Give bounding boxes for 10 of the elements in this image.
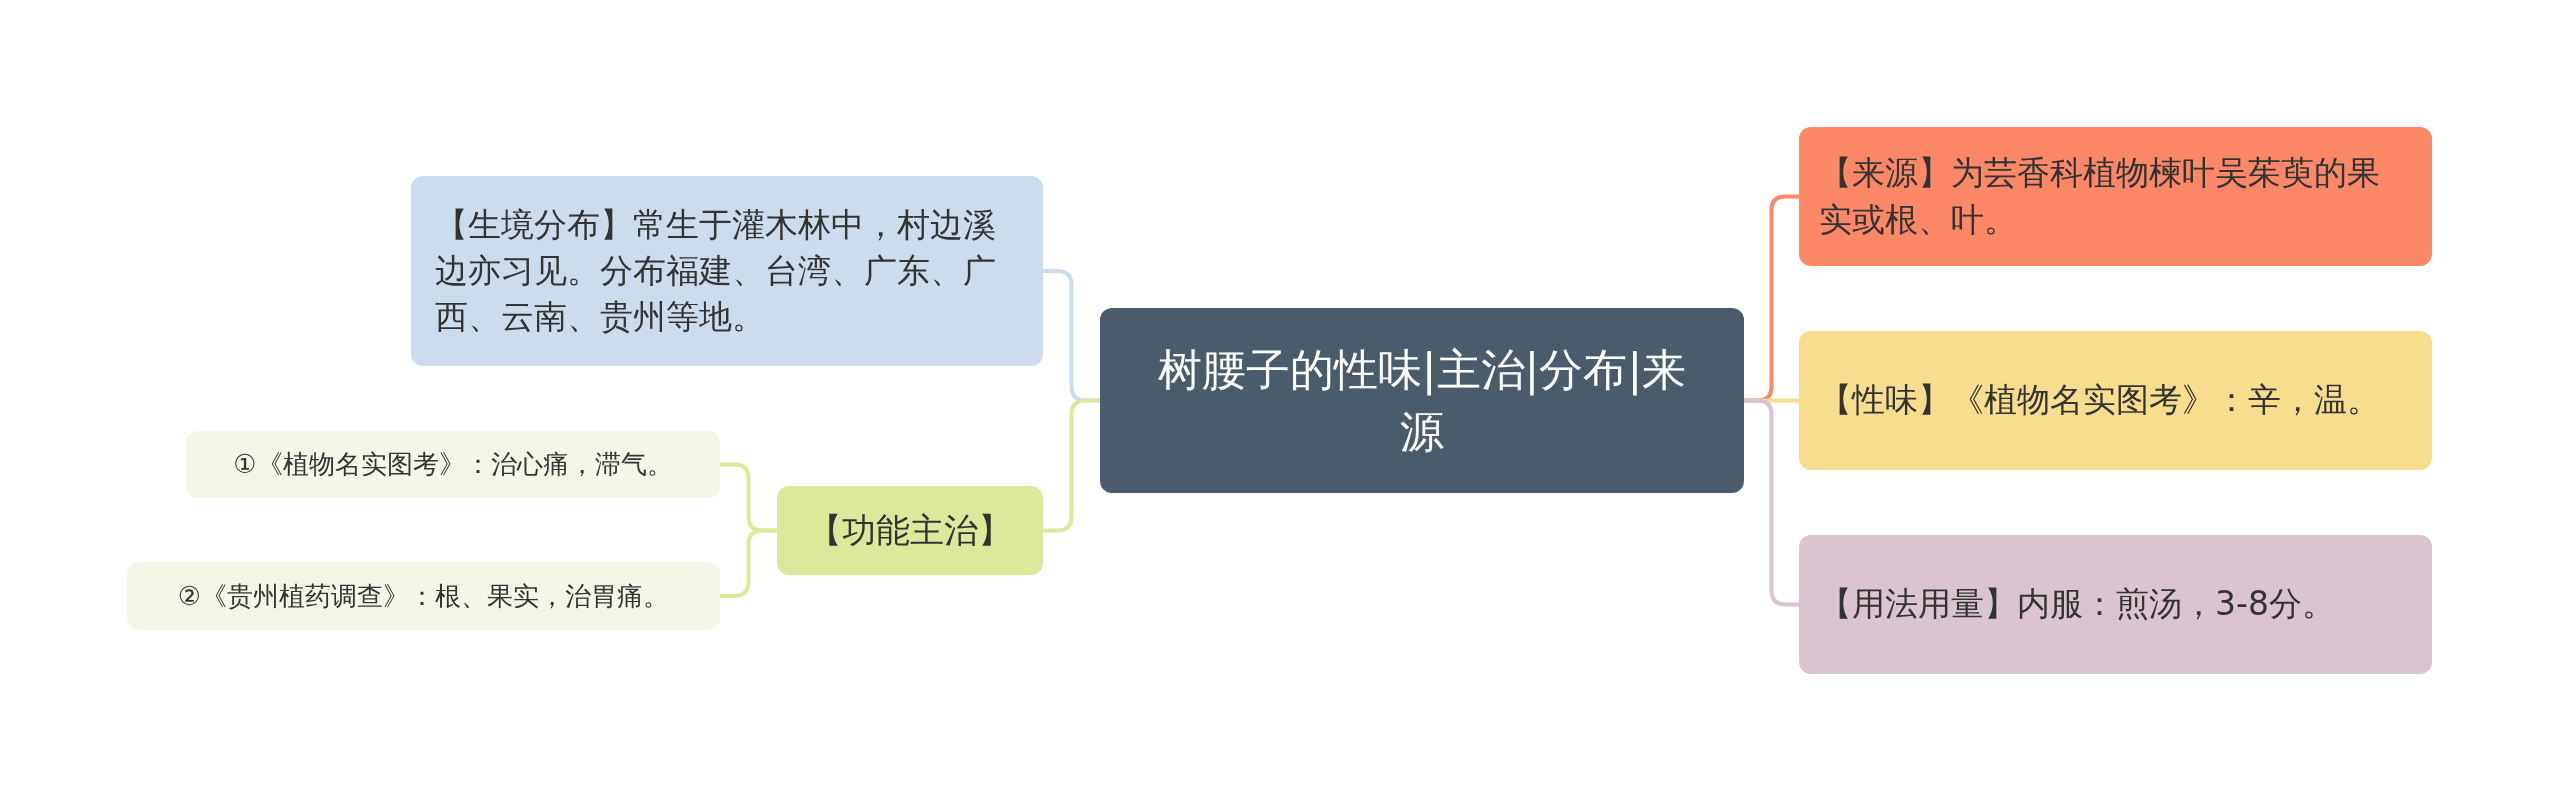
topic-box: 【用法用量】内服：煎汤，3-8分。 xyxy=(1799,535,2432,674)
connector-line xyxy=(1744,398,1799,607)
subtopic-box: ①《植物名实图考》：治心痛，滞气。 xyxy=(186,431,720,498)
connector-line xyxy=(1043,398,1100,533)
topic-box: 【性味】《植物名实图考》：辛，温。 xyxy=(1799,331,2432,470)
subtopic-box: ②《贵州植药调查》：根、果实，治胃痛。 xyxy=(127,562,720,630)
topic-box: 【来源】为芸香科植物楝叶吴茱萸的果实或根、叶。 xyxy=(1799,127,2432,266)
topic-box: 【生境分布】常生于灌木林中，村边溪边亦习见。分布福建、台湾、广东、广西、云南、贵州等地。 xyxy=(411,176,1043,366)
topic-box: 【功能主治】 xyxy=(777,486,1043,575)
central-topic-box: 树腰子的性味|主治|分布|来源 xyxy=(1100,308,1744,493)
